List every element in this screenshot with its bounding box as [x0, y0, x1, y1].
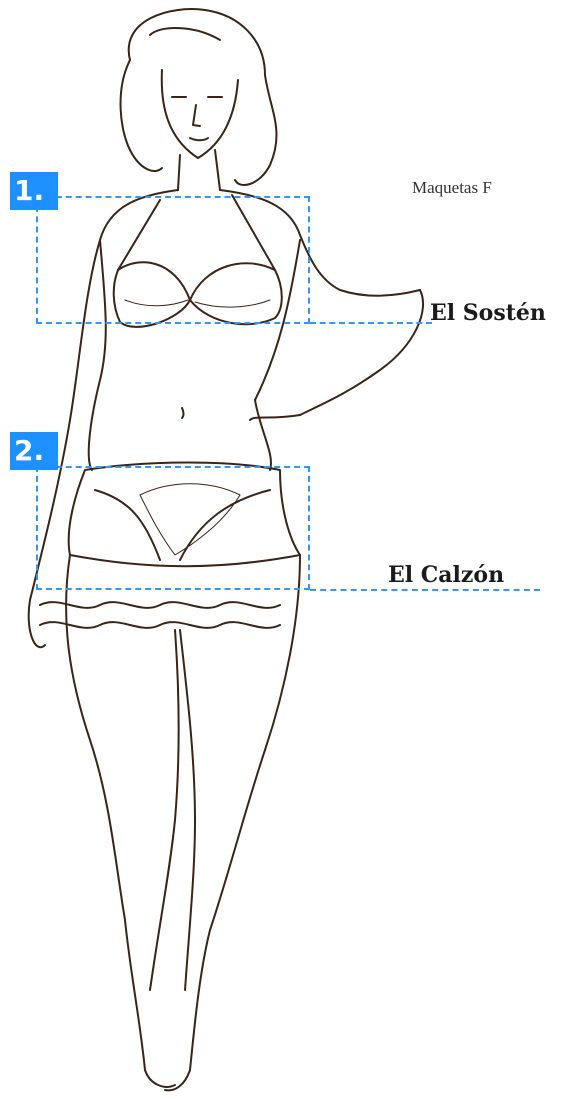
callout-number-2: 2. — [10, 432, 58, 470]
caption-text: Maquetas F — [412, 178, 492, 198]
briefs-label: El Calzón — [388, 562, 504, 588]
briefs-callout-box — [36, 466, 310, 590]
callout-number-1: 1. — [10, 172, 58, 210]
bra-label: El Sostén — [430, 300, 546, 326]
bra-callout-box — [36, 196, 310, 324]
bra-leader-line — [310, 322, 432, 324]
briefs-leader-line — [310, 589, 540, 591]
